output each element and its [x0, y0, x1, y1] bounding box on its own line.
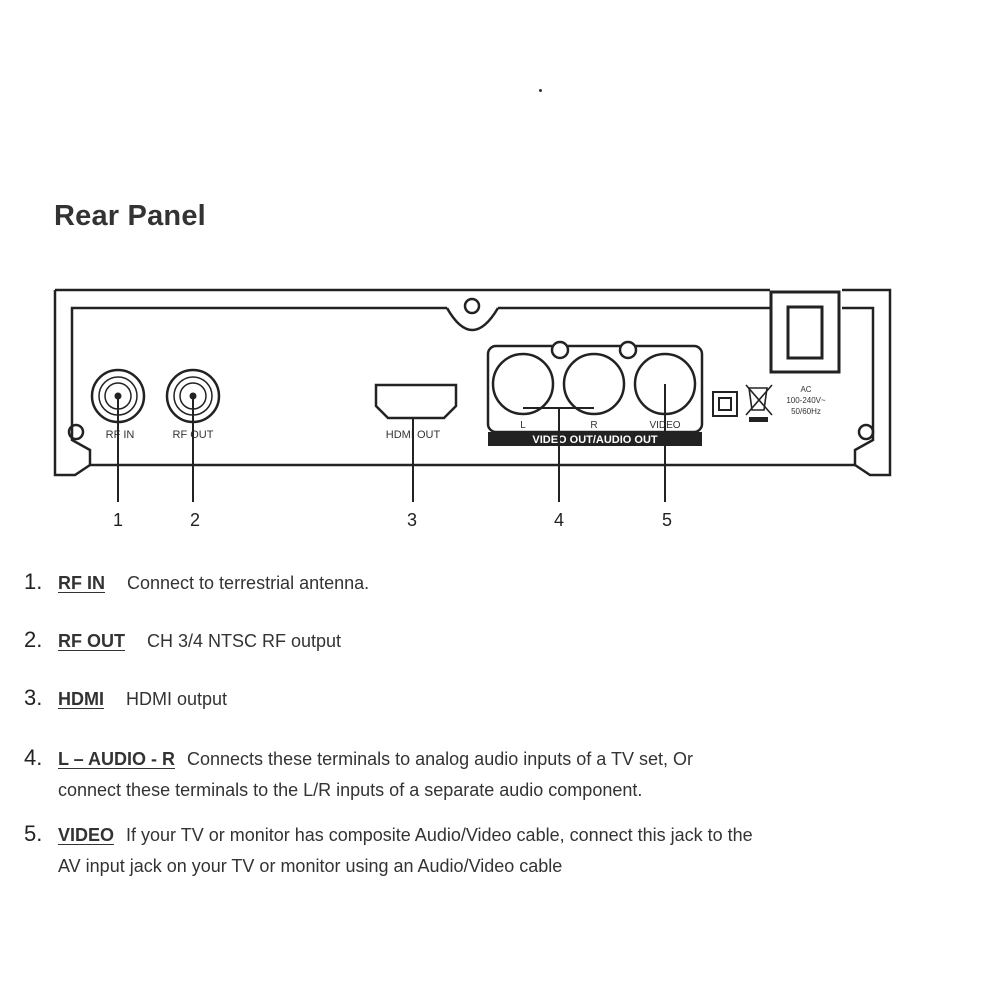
right-label: R — [590, 420, 597, 431]
callout-3: 3 — [407, 510, 417, 530]
page-dot — [539, 89, 542, 92]
screw-hole-right — [857, 423, 875, 441]
hdmi-port — [374, 383, 458, 420]
av-band-label: VIDEO OUT/AUDIO OUT — [532, 434, 658, 446]
term-audio: L – AUDIO - R — [58, 749, 176, 769]
description-text-continued: AV input jack on your TV or monitor usin… — [58, 856, 563, 876]
power-rating: AC 100-240V~ 50/60Hz — [786, 385, 826, 416]
av-output-block: VIDEO OUT/AUDIO OUT L R VIDEO — [486, 340, 704, 446]
svg-text:100-240V~: 100-240V~ — [786, 396, 826, 405]
term-hdmi: HDMI — [58, 689, 104, 709]
svg-text:AC: AC — [800, 385, 811, 394]
term-video: VIDEO — [58, 825, 115, 845]
rf-in-label: RF IN — [106, 429, 135, 441]
callout-4: 4 — [554, 510, 564, 530]
left-label: L — [520, 420, 526, 431]
description-text: If your TV or monitor has composite Audi… — [126, 825, 753, 845]
audio-left-jack — [491, 352, 555, 416]
panel-outline — [53, 288, 892, 477]
description-text: CH 3/4 NTSC RF output — [147, 631, 342, 651]
screw-hole-left — [67, 423, 85, 441]
callout-lines — [117, 384, 666, 502]
page-title: Rear Panel — [54, 200, 206, 232]
weee-bin-icon — [745, 384, 773, 416]
description-text-continued: connect these terminals to the L/R input… — [58, 780, 643, 800]
weee-bar — [749, 417, 768, 422]
callout-2: 2 — [190, 510, 200, 530]
description-text: Connects these terminals to analog audio… — [187, 749, 693, 769]
term-rf-out: RF OUT — [58, 631, 125, 651]
callout-numbers: 1 2 3 4 5 — [113, 510, 672, 530]
av-band — [488, 432, 702, 446]
callout-1: 1 — [113, 510, 123, 530]
audio-right-jack — [562, 352, 626, 416]
svg-text:50/60Hz: 50/60Hz — [791, 407, 821, 416]
term-rf-in: RF IN — [58, 573, 105, 593]
screw-hole-top — [463, 297, 481, 315]
rear-panel-diagram: RF IN RF OUT HDMI OUT VIDEO OUT/AUDIO OU… — [53, 288, 892, 530]
callout-5: 5 — [662, 510, 672, 530]
class-ii-symbol — [712, 391, 738, 417]
description-text: Connect to terrestrial antenna. — [127, 573, 370, 593]
power-switch — [769, 290, 841, 374]
description-text: HDMI output — [126, 689, 228, 709]
